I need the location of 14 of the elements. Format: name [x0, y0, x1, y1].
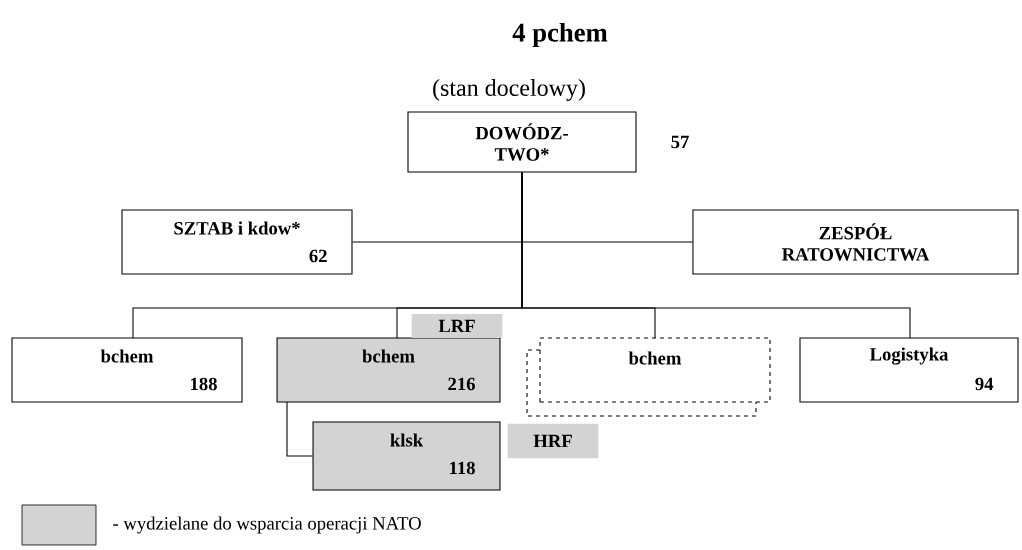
org-box: klsk 118: [312, 421, 501, 491]
tag-label: LRF: [411, 314, 503, 338]
connector-line: [286, 401, 314, 457]
dashed-org-box: bchem: [526, 337, 771, 417]
connector-line: [521, 172, 911, 339]
org-box: SZTAB i kdow* 62: [121, 209, 353, 275]
legend-text: - wydzielane do wsparcia operacji NATO: [113, 516, 421, 534]
count-label: 57: [671, 135, 689, 149]
org-box: Logistyka 94: [799, 337, 1019, 403]
org-box: DOWÓDZ- TWO*: [407, 111, 637, 173]
org-box: ZESPÓŁ RATOWNICTWA: [692, 209, 1019, 275]
org-box: bchem 188: [11, 337, 243, 403]
tag-label: HRF: [507, 423, 599, 459]
title: 4 pchem: [512, 22, 608, 48]
